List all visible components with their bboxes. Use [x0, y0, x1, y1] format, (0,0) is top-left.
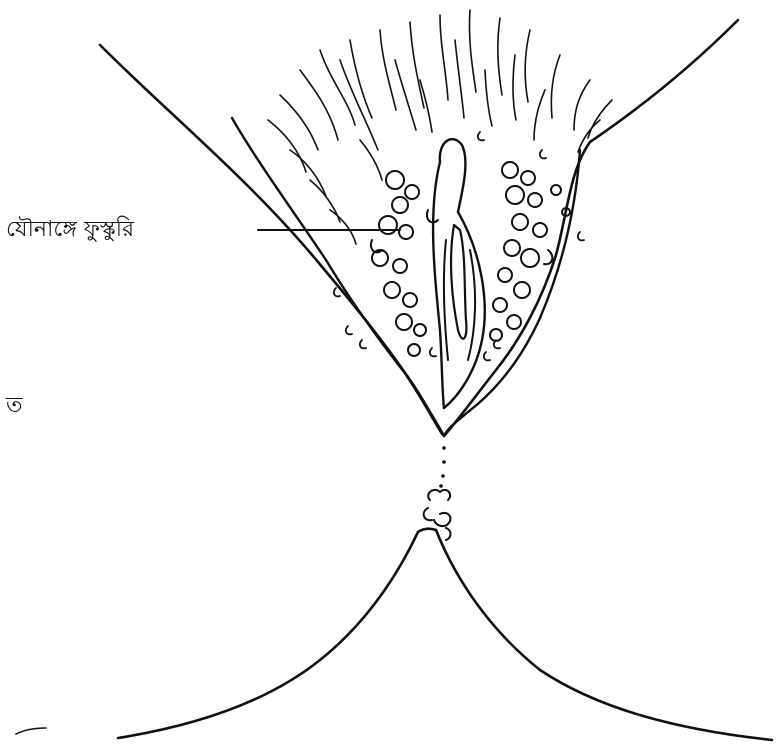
label-edge-fragment: ত	[6, 388, 23, 425]
label-genital-warts: যৌনাঙ্গে ফুস্কুরি	[6, 212, 134, 249]
clitoral-hood	[440, 139, 466, 212]
left-buttock-outline	[118, 532, 418, 738]
right-buttock-outline	[436, 530, 772, 740]
vulva-outline-left	[232, 118, 442, 434]
labia-left	[433, 162, 444, 408]
buttock-cleft	[418, 529, 436, 532]
right-thigh-outline	[444, 20, 738, 436]
pubic-hair	[268, 10, 612, 244]
edge-fragment-stroke	[16, 728, 46, 734]
perineum	[439, 446, 446, 488]
labia-inner-fold	[444, 240, 475, 360]
vaginal-opening	[451, 225, 466, 339]
left-thigh-outline	[100, 45, 444, 436]
warts-left-cluster	[371, 171, 438, 356]
labia-right	[444, 212, 485, 408]
